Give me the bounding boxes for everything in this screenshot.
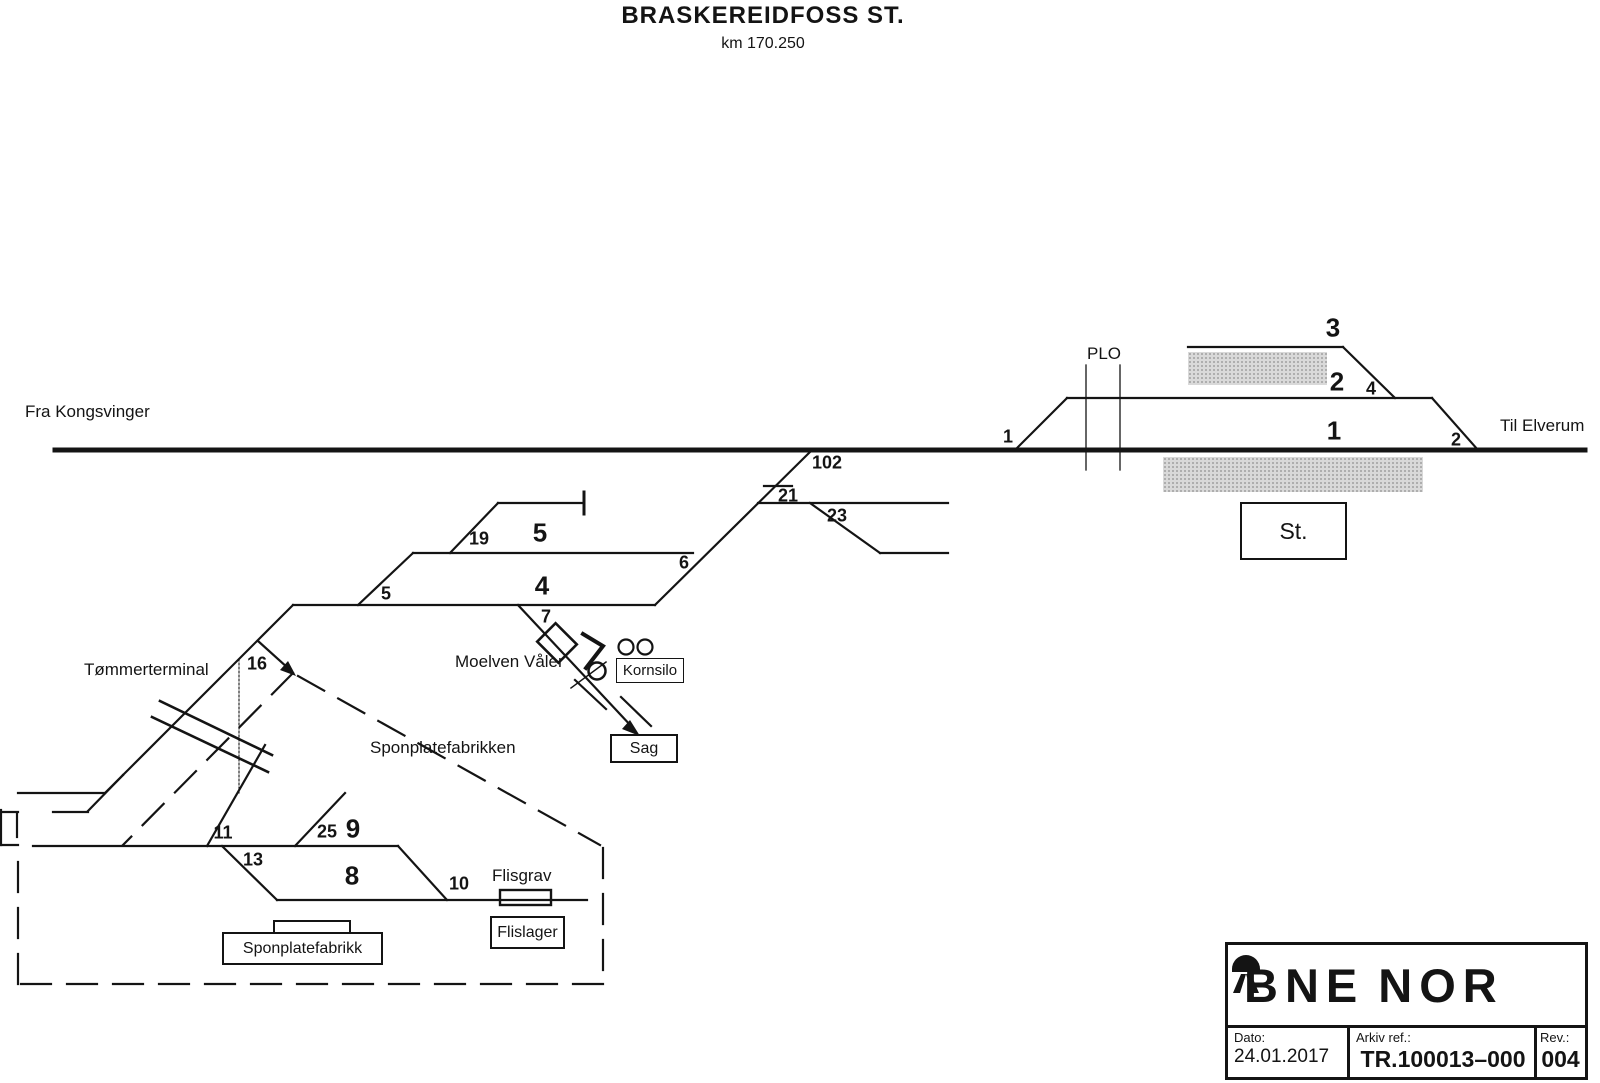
track-label-8: 8 [344, 860, 360, 891]
flislager-text: Flislager [497, 923, 558, 941]
title-block-meta: Dato: 24.01.2017 Arkiv ref.: TR.100013–0… [1228, 1025, 1585, 1077]
switch-label-10: 10 [448, 873, 470, 894]
switch-label-2: 2 [1450, 429, 1462, 450]
loading-building [535, 621, 579, 665]
station-box: St. [1240, 502, 1347, 560]
plo-label: PLO [1087, 344, 1122, 363]
switch-23-leg [808, 501, 882, 555]
switch-10-leg [396, 844, 449, 902]
switch-13-leg [220, 844, 279, 902]
track-9-leg [293, 791, 347, 848]
page-title: BRASKEREIDFOSS ST. [621, 2, 905, 29]
brand-ne: NE [1284, 958, 1365, 1012]
sponplatefabrikken-label: Sponplatefabrikken [370, 738, 516, 757]
platform-track-3 [1188, 352, 1327, 385]
track-label-3: 3 [1325, 312, 1341, 343]
siding-7-arrowhead [622, 720, 640, 736]
switch-19-leg [448, 501, 500, 555]
title-block: B NE NOR Dato: 24.01.2017 Arkiv ref.: TR… [1225, 942, 1588, 1080]
dato-cell: Dato: 24.01.2017 [1228, 1028, 1350, 1077]
track-label-1: 1 [1326, 415, 1342, 446]
switch-label-5: 5 [380, 583, 392, 604]
terminal-diagonal [121, 603, 295, 777]
direction-left: Fra Kongsvinger [25, 402, 150, 421]
arkiv-label: Arkiv ref.: [1356, 1030, 1411, 1045]
flisgrav-label: Flisgrav [492, 866, 552, 885]
factory-connection-arrow [256, 639, 296, 676]
kornsilo-box: Kornsilo [616, 658, 684, 683]
switch-label-11: 11 [213, 822, 233, 843]
arkiv-cell: Arkiv ref.: TR.100013–000 [1350, 1028, 1537, 1077]
track-label-2: 2 [1329, 366, 1345, 397]
switch-label-6: 6 [678, 552, 690, 573]
switch-label-23: 23 [826, 505, 848, 526]
flisgrav-rect [498, 888, 553, 907]
rev-label: Rev.: [1540, 1030, 1570, 1045]
siding-parallel-right [619, 695, 653, 728]
direction-right: Til Elverum [1500, 416, 1585, 435]
sag-box: Sag [610, 734, 678, 763]
switch-label-13: 13 [242, 849, 264, 870]
track-label-4: 4 [534, 570, 550, 601]
flislager-box: Flislager [490, 916, 565, 949]
switch-label-19: 19 [468, 528, 490, 549]
switch-label-7: 7 [540, 606, 552, 627]
yard-lead-diagonal [653, 448, 814, 607]
station-box-text: St. [1279, 517, 1308, 544]
rev-cell: Rev.: 004 [1537, 1028, 1585, 1077]
bane-nor-logo: B NE NOR [1228, 945, 1585, 1025]
platform-main [1163, 457, 1423, 492]
siding-parallel-left [573, 678, 608, 711]
terminal-branch-b-diag [86, 773, 125, 813]
road-crossing [150, 699, 274, 774]
moelven-label: Moelven Våler [455, 652, 564, 671]
dato-label: Dato: [1234, 1030, 1266, 1045]
sag-text: Sag [629, 739, 659, 757]
bane-nor-a-icon [1232, 955, 1260, 993]
switch-label-102: 102 [811, 452, 843, 473]
tommerterminal-label: Tømmerterminal [84, 660, 209, 679]
switch-5-leg [356, 551, 415, 607]
switch-2-leg [1430, 396, 1480, 452]
switch-1-leg [1013, 396, 1069, 452]
terminal-end-structure [0, 808, 20, 847]
derail-symbol [569, 631, 608, 690]
switch-label-1: 1 [1002, 426, 1014, 447]
switch-label-25: 25 [316, 821, 338, 842]
sponplatefabrikk-text: Sponplatefabrikk [242, 939, 363, 957]
rev-value: 004 [1541, 1046, 1580, 1072]
arkiv-value: TR.100013–000 [1360, 1046, 1526, 1072]
km-label: km 170.250 [721, 35, 805, 52]
switch-label-4: 4 [1365, 378, 1377, 399]
siding-7-line [516, 603, 634, 729]
switch-11-leg [205, 743, 267, 848]
track-label-5: 5 [532, 517, 548, 548]
brand-nor: NOR [1378, 958, 1504, 1012]
switch-label-16: 16 [246, 653, 268, 674]
kornsilo-silos [617, 638, 654, 656]
level-crossing-plo [1085, 364, 1121, 471]
switch-4-leg [1341, 345, 1397, 400]
sponplatefabrikk-box: Sponplatefabrikk [222, 932, 383, 965]
factory-boundary-dashed [16, 671, 605, 986]
switch-label-21: 21 [777, 485, 799, 506]
kornsilo-text: Kornsilo [622, 662, 678, 679]
track-label-9: 9 [345, 813, 361, 844]
dato-value: 24.01.2017 [1234, 1046, 1330, 1067]
